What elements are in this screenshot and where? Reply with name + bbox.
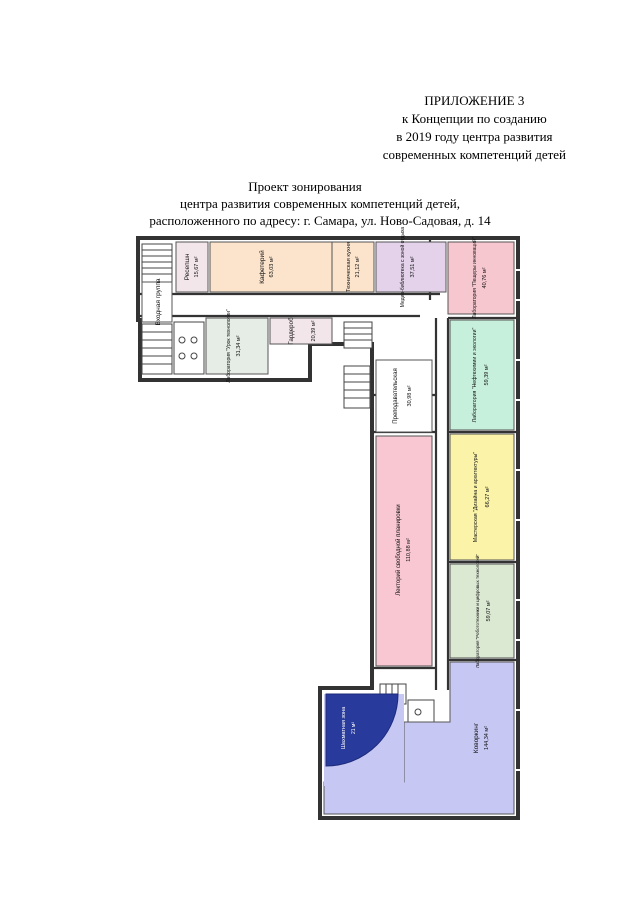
area-reception: 15,67 м² xyxy=(194,256,200,277)
area-lab-oil: 59,39 м² xyxy=(484,364,490,385)
label-entry: Входная группа xyxy=(155,278,162,325)
area-teachers: 30,98 м² xyxy=(407,385,413,406)
label-lab-innovation: Лаборатория "Пещеры инноваций" xyxy=(471,237,478,319)
area-lab-technology: 31,34 м² xyxy=(236,335,242,356)
appendix-line: к Концепции по созданию xyxy=(401,111,547,126)
label-teachers: Преподавательская xyxy=(393,368,399,423)
appendix-line: в 2019 году центра развития xyxy=(396,129,553,144)
room-media xyxy=(375,241,447,293)
label-kitchen: Техническая кухня xyxy=(346,242,352,292)
restrooms xyxy=(173,321,205,375)
area-wardrobe: 20,39 м² xyxy=(311,320,317,341)
appendix-line: ПРИЛОЖЕНИЕ 3 xyxy=(424,93,525,108)
window-marks xyxy=(516,269,520,771)
stairwell-top-left xyxy=(141,243,173,283)
project-title-line: расположенного по адресу: г. Самара, ул.… xyxy=(149,213,491,228)
area-cafeteria: 63,03 м² xyxy=(269,256,275,277)
room-lecture xyxy=(375,435,433,667)
room-cafeteria xyxy=(209,241,333,293)
room-robotics xyxy=(449,563,515,659)
area-kitchen: 21,12 м² xyxy=(355,256,361,277)
label-chess: Шахматная зона xyxy=(341,706,347,749)
area-lecture: 110,88 м² xyxy=(406,538,412,562)
area-media: 37,51 м² xyxy=(410,256,416,277)
appendix-heading: ПРИЛОЖЕНИЕ 3 к Концепции по созданию в 2… xyxy=(383,92,566,164)
project-title-line: центра развития современных компетенций … xyxy=(180,196,460,211)
area-chess: 21 м² xyxy=(351,722,357,734)
room-chess xyxy=(325,693,399,767)
room-lab-oil xyxy=(449,319,515,431)
label-lecture: Лекторий свободной планировки xyxy=(395,504,402,596)
label-robotics: Лаборатория "Робототехники и цифровых те… xyxy=(474,554,480,668)
label-media: Медиа-библиотека с зоной отдыха xyxy=(399,227,406,308)
stairwell-center xyxy=(343,321,373,409)
label-cafeteria: Кафетерий xyxy=(258,250,266,284)
area-design: 66,27 м² xyxy=(485,486,491,507)
room-wardrobe xyxy=(269,317,333,345)
room-lab-innovation xyxy=(447,241,515,315)
label-reception: Ресепшн xyxy=(184,253,191,280)
area-coworking: 144,34 м² xyxy=(484,726,490,750)
room-teachers xyxy=(375,359,433,433)
project-title: Проект зонирования центра развития совре… xyxy=(0,178,640,229)
area-lab-innovation: 40,76 м² xyxy=(482,267,488,288)
room-lab-technology xyxy=(205,317,269,375)
room-reception xyxy=(175,241,209,293)
label-coworking: Коворкинг xyxy=(473,722,480,753)
room-kitchen xyxy=(331,241,375,293)
label-lab-oil: Лаборатория "Нефтехимии и экологии" xyxy=(472,328,478,423)
label-wardrobe: Гардероб xyxy=(288,317,295,345)
stairwell-left xyxy=(141,323,173,375)
area-robotics: 59,07 м² xyxy=(486,600,492,621)
label-design: Мастерская "Дизайна и архитектуры" xyxy=(472,452,479,542)
label-lab-technology: Лаборатория "Урок технологии" xyxy=(226,309,232,383)
room-entry xyxy=(141,281,173,323)
appendix-line: современных компетенций детей xyxy=(382,147,566,162)
room-design xyxy=(449,433,515,561)
room-labels: Входная группа Ресепшн 15,67 м² Кафетери… xyxy=(155,227,492,754)
project-title-line: Проект зонирования xyxy=(248,179,362,194)
